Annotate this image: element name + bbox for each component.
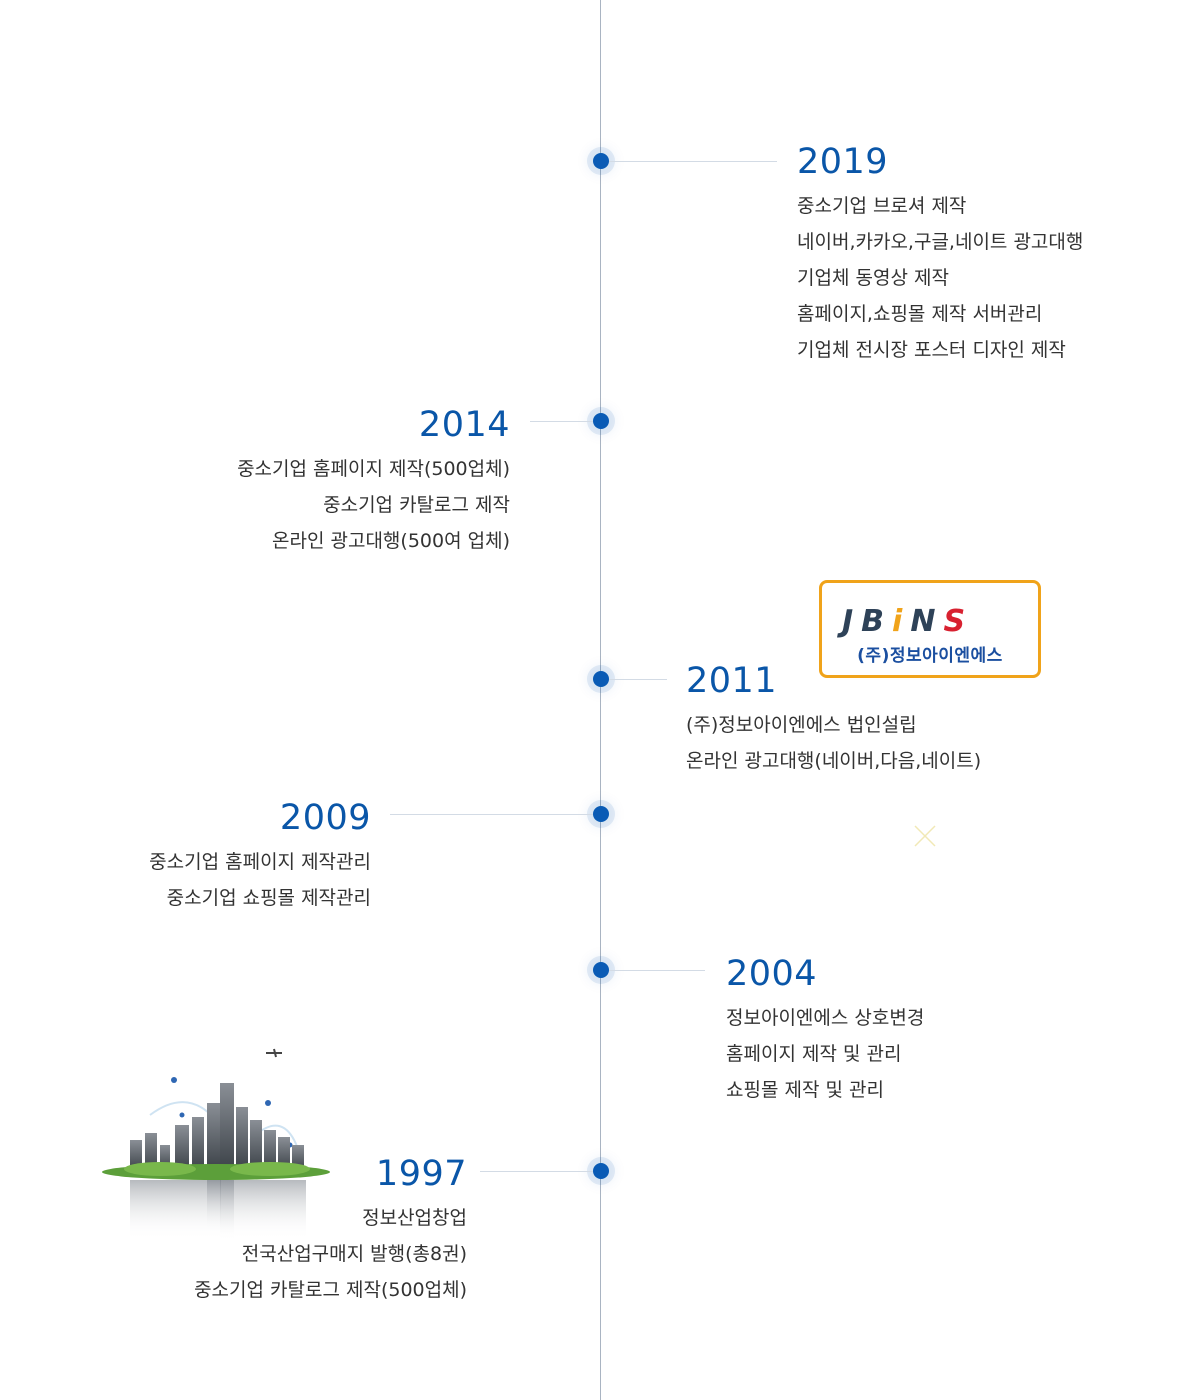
timeline-entry-2014: 2014 중소기업 홈페이지 제작(500업체) 중소기업 카탈로그 제작 온라… — [237, 405, 510, 559]
timeline-connector-2014 — [530, 421, 593, 422]
entry-item: 전국산업구매지 발행(총8권) — [241, 1243, 467, 1265]
timeline-connector-2019 — [609, 161, 777, 162]
entry-item: 온라인 광고대행(네이버,다음,네이트) — [686, 750, 982, 772]
entry-items: 정보산업창업 전국산업구매지 발행(총8권) 중소기업 카탈로그 제작(500업… — [194, 1200, 467, 1308]
timeline-entry-2019: 2019 중소기업 브로셔 제작 네이버,카카오,구글,네이트 광고대행 기업체… — [797, 142, 1083, 368]
entry-item: 기업체 동영상 제작 — [797, 267, 949, 289]
timeline-entry-2011: 2011 (주)정보아이엔에스 법인설립 온라인 광고대행(네이버,다음,네이트… — [686, 661, 981, 779]
timeline-dot-2014 — [593, 413, 609, 429]
timeline-connector-2011 — [609, 679, 667, 680]
entry-items: 중소기업 홈페이지 제작관리 중소기업 쇼핑몰 제작관리 — [149, 844, 371, 916]
timeline-dot-2019 — [593, 153, 609, 169]
entry-item: 기업체 전시장 포스터 디자인 제작 — [797, 339, 1066, 361]
entry-items: 중소기업 브로셔 제작 네이버,카카오,구글,네이트 광고대행 기업체 동영상 … — [797, 188, 1083, 368]
year-label: 2019 — [797, 142, 889, 182]
timeline-dot-2004 — [593, 962, 609, 978]
entry-items: (주)정보아이엔에스 법인설립 온라인 광고대행(네이버,다음,네이트) — [686, 707, 981, 779]
timeline-dot-2009 — [593, 806, 609, 822]
entry-items: 정보아이엔에스 상호변경 홈페이지 제작 및 관리 쇼핑몰 제작 및 관리 — [726, 1000, 924, 1108]
entry-items: 중소기업 홈페이지 제작(500업체) 중소기업 카탈로그 제작 온라인 광고대… — [237, 451, 510, 559]
company-logo: JBiNS (주)정보아이엔에스 — [819, 580, 1041, 678]
entry-item: 홈페이지 제작 및 관리 — [726, 1043, 902, 1065]
city-skyline-illustration — [102, 1048, 330, 1240]
timeline-connector-2009 — [390, 814, 593, 815]
entry-item: 중소기업 브로셔 제작 — [797, 195, 967, 217]
entry-item: (주)정보아이엔에스 법인설립 — [686, 714, 917, 736]
timeline-axis — [600, 0, 601, 1400]
timeline-entry-2009: 2009 중소기업 홈페이지 제작관리 중소기업 쇼핑몰 제작관리 — [149, 798, 371, 916]
entry-item: 홈페이지,쇼핑몰 제작 서버관리 — [797, 303, 1043, 325]
entry-item: 중소기업 홈페이지 제작관리 — [149, 851, 371, 873]
timeline-dot-1997 — [593, 1163, 609, 1179]
year-label: 2011 — [686, 661, 778, 701]
sparkle-icon — [914, 825, 936, 847]
entry-item: 정보산업창업 — [362, 1207, 467, 1229]
entry-item: 중소기업 카탈로그 제작 — [323, 494, 510, 516]
timeline-connector-1997 — [480, 1171, 593, 1172]
timeline-connector-2004 — [609, 970, 705, 971]
entry-item: 중소기업 홈페이지 제작(500업체) — [237, 458, 510, 480]
year-label: 2009 — [279, 798, 371, 838]
year-label: 1997 — [375, 1154, 467, 1194]
entry-item: 쇼핑몰 제작 및 관리 — [726, 1079, 884, 1101]
year-label: 2014 — [418, 405, 510, 445]
logo-subtitle: (주)정보아이엔에스 — [857, 646, 1003, 666]
timeline-dot-2011 — [593, 671, 609, 687]
entry-item: 중소기업 쇼핑몰 제작관리 — [166, 887, 371, 909]
logo-wordmark: JBiNS — [842, 604, 974, 639]
year-label: 2004 — [726, 954, 818, 994]
entry-item: 중소기업 카탈로그 제작(500업체) — [194, 1279, 467, 1301]
timeline-entry-1997: 1997 정보산업창업 전국산업구매지 발행(총8권) 중소기업 카탈로그 제작… — [194, 1154, 467, 1308]
entry-item: 정보아이엔에스 상호변경 — [726, 1007, 925, 1029]
entry-item: 네이버,카카오,구글,네이트 광고대행 — [797, 231, 1084, 253]
entry-item: 온라인 광고대행(500여 업체) — [272, 530, 510, 552]
timeline-entry-2004: 2004 정보아이엔에스 상호변경 홈페이지 제작 및 관리 쇼핑몰 제작 및 … — [726, 954, 924, 1108]
